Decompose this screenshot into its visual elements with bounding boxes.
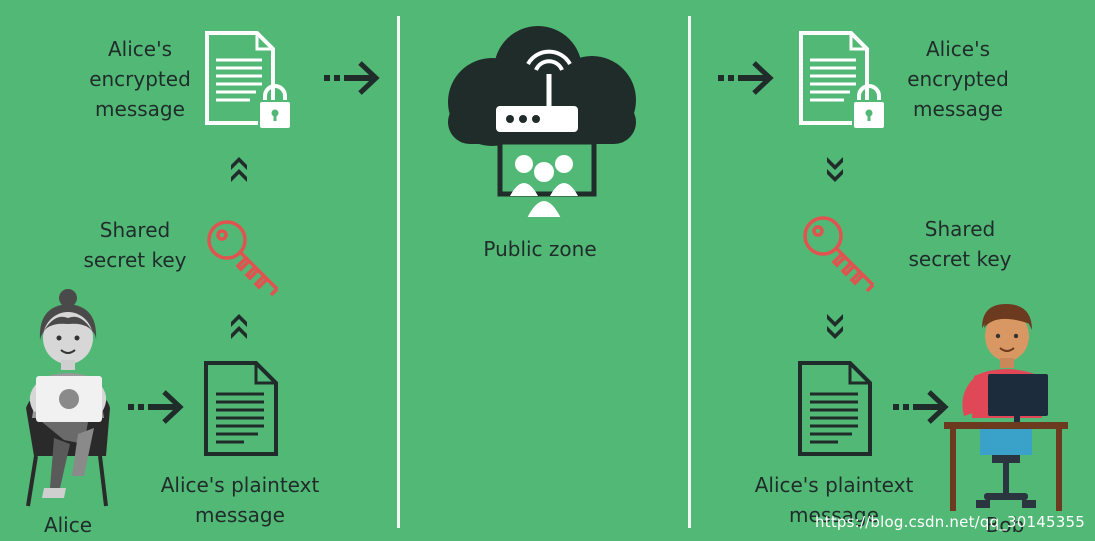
people-group-icon [510,155,578,219]
chevrons-down-icon [827,314,843,339]
bob-avatar [944,304,1068,511]
arrow-right-icon [128,390,184,424]
chevrons-up-icon [231,314,247,339]
encrypted-document-locked-icon [205,31,292,130]
watermark-url: https://blog.csdn.net/qq_30145355 [815,513,1085,531]
plaintext-document-icon [204,361,278,456]
right-key-label: Shared secret key [908,217,1012,271]
key-icon [803,216,875,293]
alice-name-label: Alice [43,513,93,537]
chevrons-up-icon [231,157,247,182]
arrow-right-icon [893,390,949,424]
padlock-icon [258,84,292,130]
left-encrypted-label: Alice's encrypted message [89,37,191,121]
arrow-right-icon [718,61,774,95]
key-icon [207,220,279,297]
padlock-icon [852,84,886,130]
right-divider [688,16,691,528]
left-divider [397,16,400,528]
cloud-router-icon [448,26,636,219]
alice-avatar [26,289,110,507]
arrow-right-icon [324,61,380,95]
chevrons-down-icon [827,157,843,182]
bob-name-label: Bob [985,513,1025,537]
encrypted-document-locked-icon [799,31,886,130]
right-encrypted-label: Alice's encrypted message [907,37,1009,121]
left-key-label: Shared secret key [83,218,187,272]
plaintext-document-icon [798,361,872,456]
right-plaintext-label: Alice's plaintext message [754,473,914,527]
left-plaintext-label: Alice's plaintext message [160,473,320,527]
public-zone-label: Public zone [483,237,597,261]
